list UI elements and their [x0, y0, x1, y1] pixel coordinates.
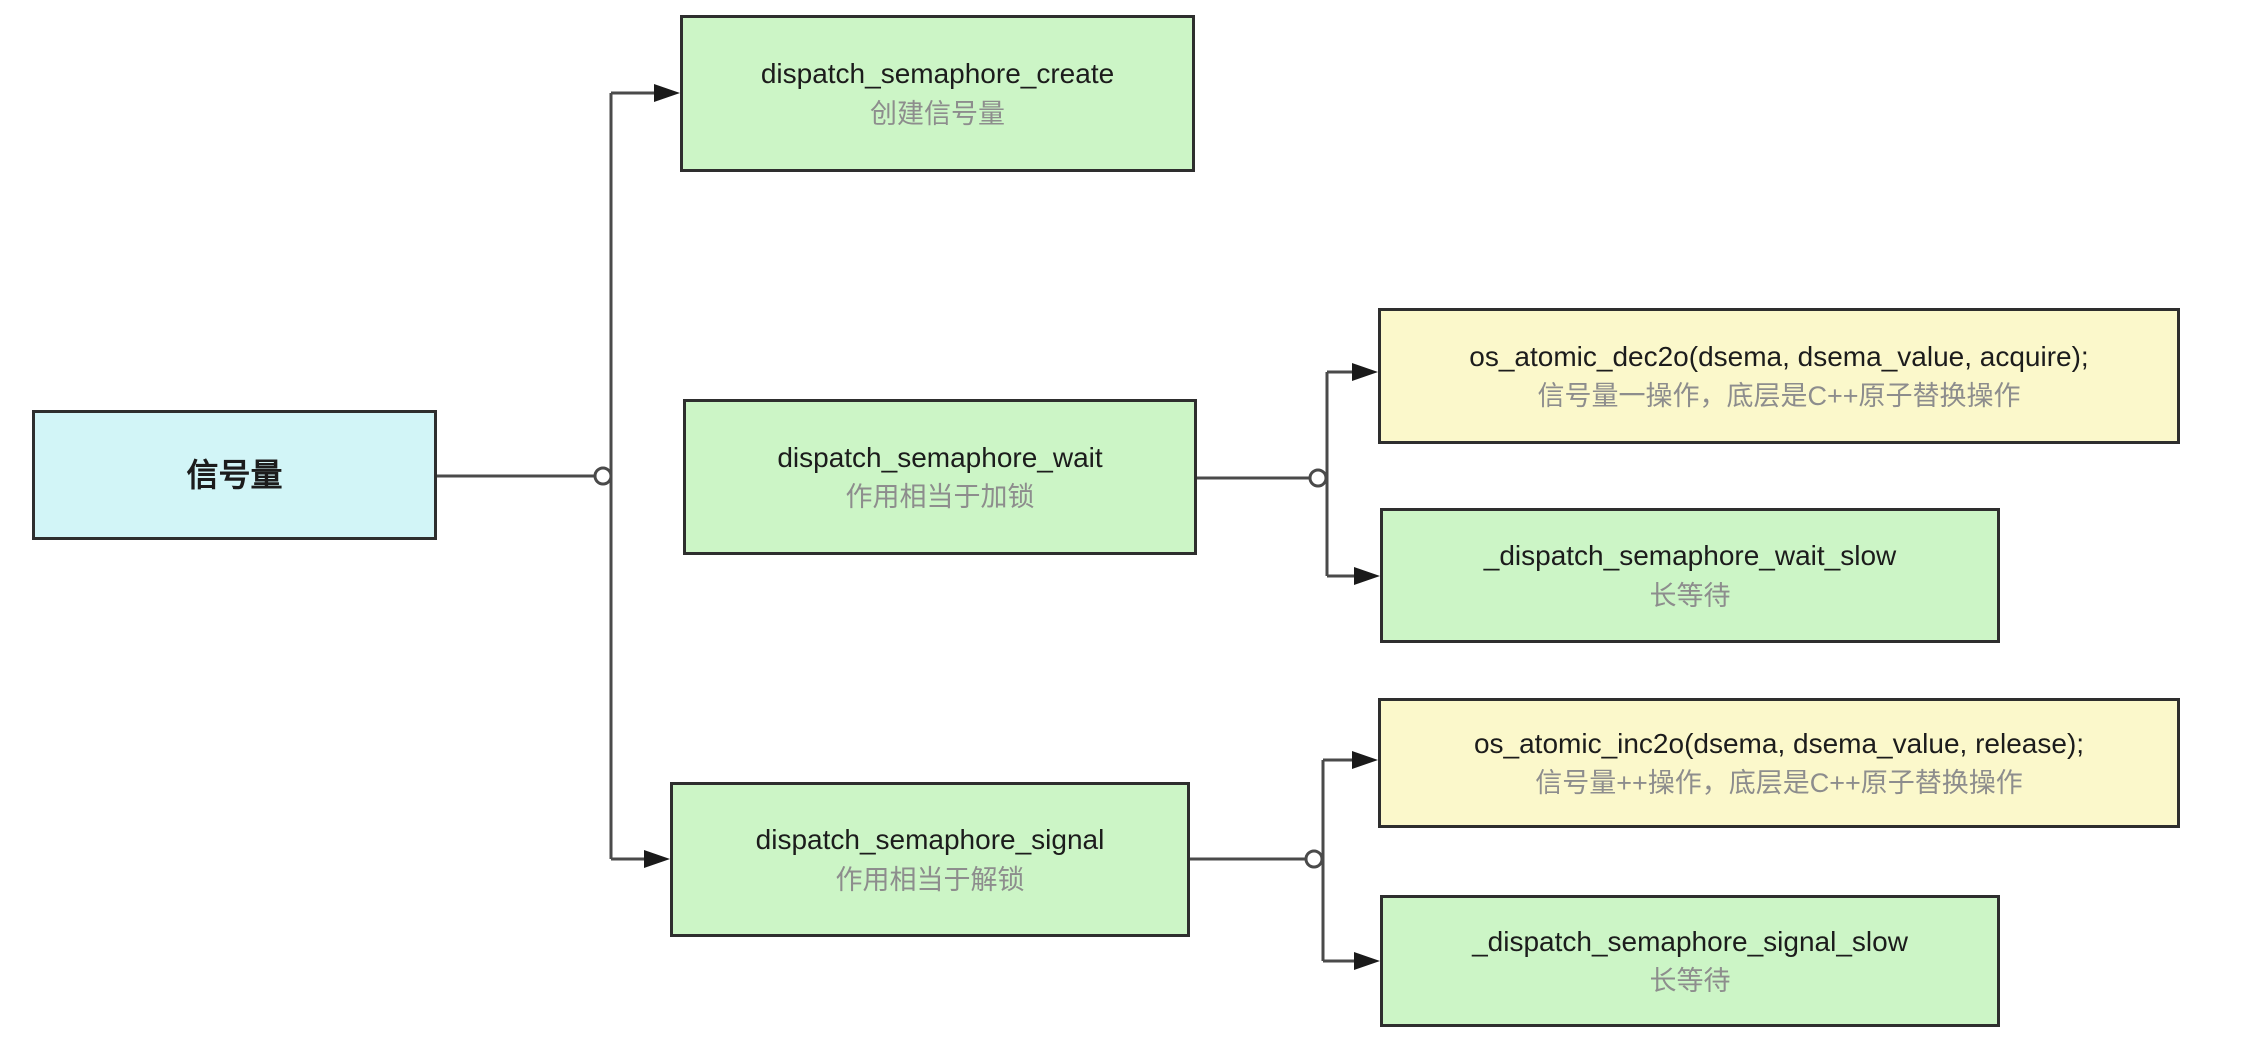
arrowhead-wait-slow [1354, 567, 1380, 585]
node-signal-slow[interactable]: _dispatch_semaphore_signal_slow 长等待 [1380, 895, 2000, 1027]
node-subtitle: 信号量一操作，底层是C++原子替换操作 [1537, 381, 2021, 412]
node-wait-atomic[interactable]: os_atomic_dec2o(dsema, dsema_value, acqu… [1378, 308, 2180, 444]
node-title: 信号量 [186, 456, 283, 493]
junction-root-circle [593, 466, 613, 486]
node-signal[interactable]: dispatch_semaphore_signal 作用相当于解锁 [670, 782, 1190, 937]
node-subtitle: 作用相当于解锁 [835, 864, 1025, 895]
arrowhead-signal-atomic [1352, 751, 1378, 769]
arrowhead-signal-slow [1354, 952, 1380, 970]
node-semaphore-root[interactable]: 信号量 [32, 410, 437, 540]
node-title: dispatch_semaphore_signal [755, 824, 1105, 855]
node-title: dispatch_semaphore_create [760, 58, 1115, 89]
node-title: os_atomic_dec2o(dsema, dsema_value, acqu… [1469, 340, 2089, 372]
node-wait-slow[interactable]: _dispatch_semaphore_wait_slow 长等待 [1380, 508, 2000, 643]
arrowhead-wait-atomic [1352, 363, 1378, 381]
junction-signal-circle [1304, 849, 1324, 869]
node-signal-atomic[interactable]: os_atomic_inc2o(dsema, dsema_value, rele… [1378, 698, 2180, 828]
node-create[interactable]: dispatch_semaphore_create 创建信号量 [680, 15, 1195, 172]
arrowhead-signal [644, 850, 670, 868]
node-title: dispatch_semaphore_wait [777, 441, 1103, 473]
node-title: _dispatch_semaphore_wait_slow [1483, 540, 1897, 571]
junction-wait-circle [1308, 468, 1328, 488]
node-subtitle: 长等待 [1649, 966, 1731, 997]
node-title: os_atomic_inc2o(dsema, dsema_value, rele… [1473, 727, 2085, 759]
node-wait[interactable]: dispatch_semaphore_wait 作用相当于加锁 [683, 399, 1197, 555]
arrowhead-create [654, 84, 680, 102]
node-subtitle: 信号量++操作，底层是C++原子替换操作 [1535, 768, 2023, 799]
node-subtitle: 作用相当于加锁 [845, 482, 1035, 513]
node-subtitle: 长等待 [1649, 580, 1731, 611]
node-title: _dispatch_semaphore_signal_slow [1472, 925, 1908, 957]
node-subtitle: 创建信号量 [870, 98, 1005, 129]
